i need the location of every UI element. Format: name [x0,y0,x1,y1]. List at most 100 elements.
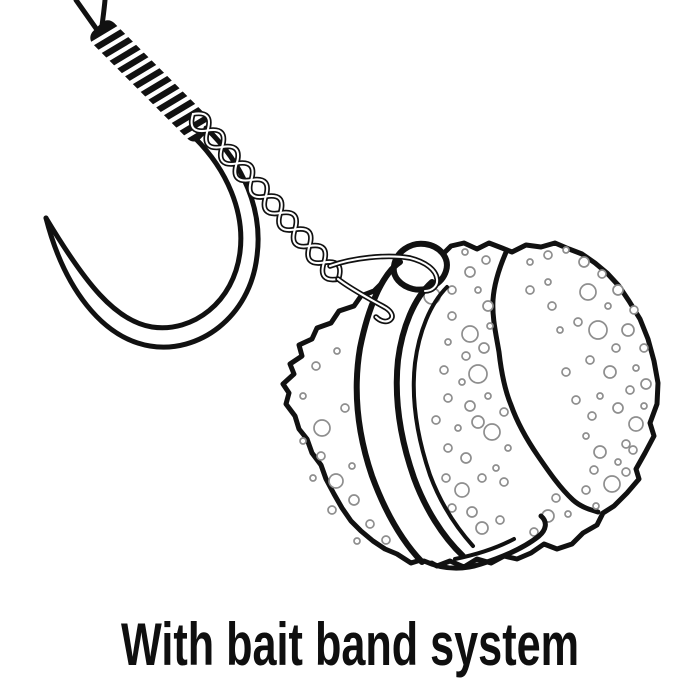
texture-dot [495,515,505,525]
texture-dot [564,510,572,518]
texture-dot [603,475,621,493]
texture-dot [639,343,649,353]
texture-dot [499,477,509,487]
texture-dot [547,301,557,311]
texture-dot [614,458,622,466]
texture-dot [477,473,487,483]
texture-dot [603,365,617,379]
texture-dot [464,266,476,278]
texture-dot [328,473,344,489]
texture-dot [444,338,452,346]
texture-dot [543,250,553,260]
texture-dot [499,407,509,417]
texture-dot [316,451,326,461]
texture-dot [562,246,570,254]
texture-dot [526,258,534,266]
texture-dot [578,256,590,268]
texture-dot [529,527,539,537]
texture-dot [561,367,571,377]
texture-dot [441,473,451,483]
texture-dot [353,537,361,545]
texture-dot [621,323,635,337]
bait-ball-seam [490,247,601,515]
texture-dot [525,285,535,295]
texture-dot [471,415,485,429]
texture-dot [573,317,583,327]
texture-dot [621,439,631,449]
texture-dot [484,392,492,400]
texture-dot [640,402,648,410]
texture-dot [486,322,494,330]
texture-dot [628,445,638,455]
texture-dot [588,320,608,340]
texture-dot [556,326,564,334]
bait-ball-texture-dots [299,246,652,545]
texture-dot [474,286,482,294]
texture-dot [431,415,441,425]
texture-dot [475,521,489,535]
hook-inner-edge [43,135,244,331]
texture-dot [365,519,375,529]
texture-dot [629,305,639,315]
texture-dot [571,395,581,405]
texture-dot [481,255,491,265]
texture-dot [348,494,360,506]
texture-dot [348,462,356,470]
texture-dot [443,443,453,453]
texture-dot [461,248,469,256]
texture-dot [612,284,624,296]
texture-dot [447,503,457,513]
whipping-knot [90,20,215,142]
texture-dot [447,311,457,321]
texture-dot [340,403,350,413]
twisted-hair-rig [188,110,440,325]
texture-dot [447,285,457,295]
texture-dot [596,392,604,400]
bait-band-underside [421,513,548,571]
texture-dot [439,365,449,375]
texture-dot [454,424,462,432]
texture-dot [311,361,321,371]
texture-dot [640,378,652,390]
texture-dot [299,437,307,445]
texture-dot [621,467,631,477]
texture-dot [544,278,552,286]
line-tag-end [73,0,103,37]
bait-band-right-edge [393,279,466,559]
texture-dot [468,364,488,384]
texture-dot [611,343,621,353]
texture-dot [464,400,476,412]
texture-dot [458,378,466,386]
texture-dot [625,385,635,395]
texture-dot [628,416,644,432]
texture-dot [299,392,307,400]
texture-dot [313,419,331,437]
texture-dot [381,535,391,545]
texture-dot [587,411,597,421]
texture-dot [333,347,341,355]
texture-dot [454,482,470,498]
texture-dot [632,364,640,372]
caption: With bait band system [120,611,580,678]
texture-dot [492,464,500,472]
texture-dot [482,300,494,312]
texture-dot [504,444,512,452]
bait-band-front-face [356,262,463,562]
texture-dot [585,355,595,365]
texture-dot [443,393,453,403]
texture-dot [460,452,472,464]
texture-dot [461,325,479,343]
texture-dot [592,502,600,510]
hair-twist [188,110,343,283]
bait-band [353,240,548,571]
bait-ball [280,240,661,570]
texture-dot [582,432,590,440]
texture-dot [597,269,607,279]
texture-dot [604,302,612,310]
texture-dot [461,351,471,361]
texture-dot [551,493,561,503]
texture-dot [593,445,607,459]
texture-dot [478,342,490,354]
texture-dot [327,505,337,515]
